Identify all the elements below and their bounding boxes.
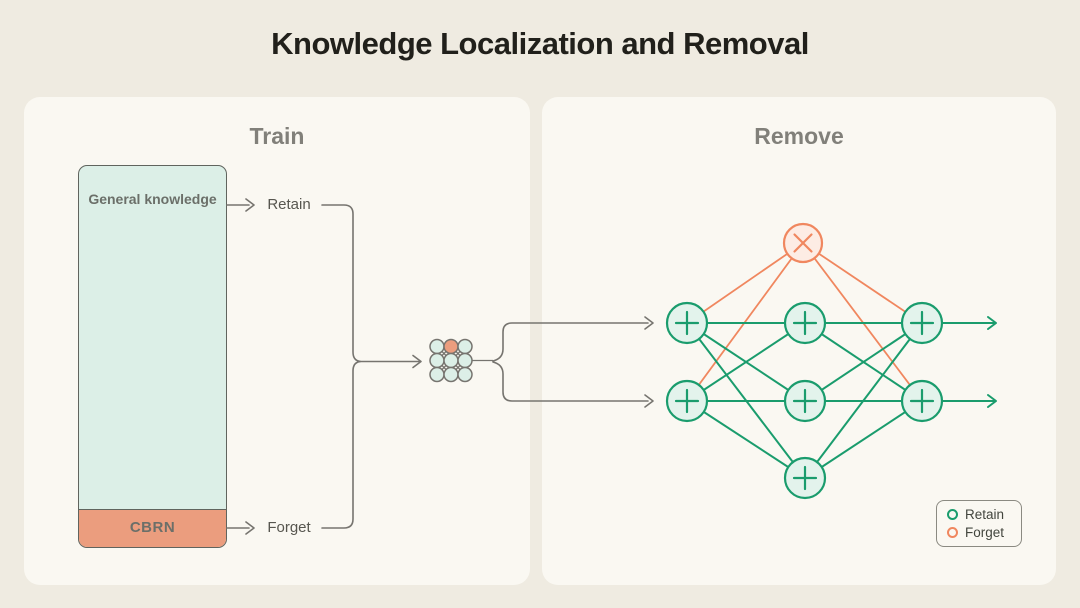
training-data-box [78,165,227,548]
legend: Retain Forget [936,500,1022,547]
forget-legend-dot-icon [947,527,958,538]
retain-legend-dot-icon [947,509,958,520]
page-title: Knowledge Localization and Removal [271,26,809,61]
legend-item-retain: Retain [947,507,1021,522]
cbrn-data-strip [79,509,226,547]
forget-flow-label: Forget [267,519,311,536]
train-panel-heading: Train [249,123,305,149]
legend-retain-label: Retain [965,507,1005,522]
cbrn-label: CBRN [129,519,176,536]
retain-flow-label: Retain [267,196,311,213]
general-knowledge-label: General knowledge [88,191,217,207]
legend-forget-label: Forget [965,525,1005,540]
legend-item-forget: Forget [947,525,1021,540]
remove-panel-heading: Remove [754,123,844,149]
